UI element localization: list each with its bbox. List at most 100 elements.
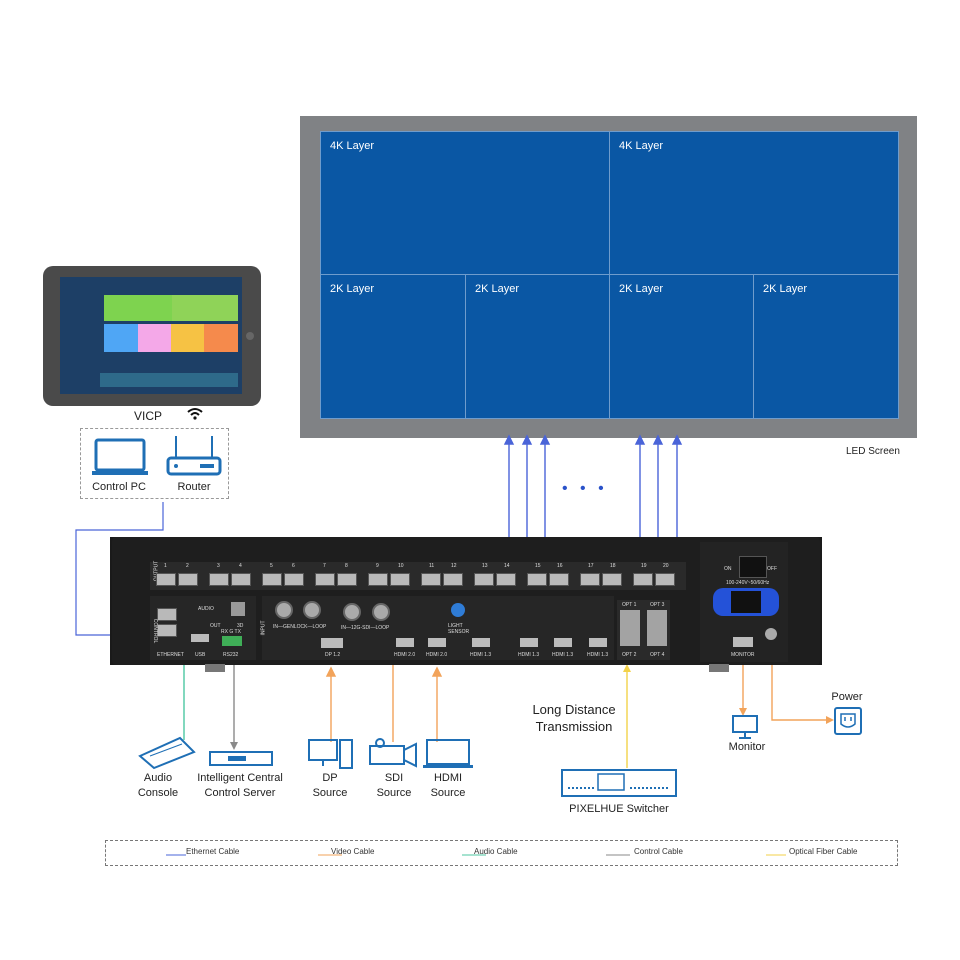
legend-control: Control Cable (634, 847, 683, 856)
output-port-number: 7 (323, 563, 326, 569)
light-sensor-label: LIGHT SENSOR (448, 623, 470, 635)
layer-label: 2K Layer (475, 283, 520, 295)
cable-legend: Ethernet Cable Video Cable Audio Cable C… (105, 840, 898, 866)
usb-port[interactable] (191, 634, 209, 642)
output-port[interactable] (178, 573, 198, 586)
hdmi-port-label: HDMI 1.3 (518, 652, 540, 658)
output-port[interactable] (527, 573, 547, 586)
ethernet-label: ETHERNET (157, 652, 184, 658)
output-port[interactable] (337, 573, 357, 586)
audio-3d-label: 3D (237, 623, 244, 629)
ethernet-port[interactable] (157, 608, 177, 621)
power-rating-label: 100-240V~50/60Hz (726, 580, 770, 586)
monitor-port[interactable] (733, 637, 753, 647)
audio-label: AUDIO (198, 606, 214, 612)
switcher-icon (561, 769, 677, 797)
genlock-loop-port[interactable] (303, 601, 321, 619)
output-port-number: 16 (557, 563, 563, 569)
output-port[interactable] (496, 573, 516, 586)
output-port[interactable] (474, 573, 494, 586)
output-port[interactable] (655, 573, 675, 586)
output-port-number: 13 (482, 563, 488, 569)
hdmi-source-label: HDMI Source (418, 771, 478, 801)
hdmi-port[interactable] (396, 638, 414, 647)
dp-port[interactable] (321, 638, 343, 648)
laptop-icon (92, 438, 148, 475)
output-port[interactable] (421, 573, 441, 586)
dp-source-label: DP Source (300, 771, 360, 801)
router-icon (166, 436, 222, 476)
output-port[interactable] (549, 573, 569, 586)
label-line: Source (312, 787, 348, 799)
output-port[interactable] (390, 573, 410, 586)
output-port-number: 9 (376, 563, 379, 569)
opt3-opt4-port[interactable] (647, 610, 667, 646)
opt1-label: OPT 1 (622, 602, 637, 608)
ethernet-port[interactable] (157, 624, 177, 637)
hdmi-port[interactable] (554, 638, 572, 647)
genlock-in-port[interactable] (275, 601, 293, 619)
opt4-label: OPT 4 (650, 652, 665, 658)
output-port-number: 10 (398, 563, 404, 569)
more-outputs-ellipsis: • • • (562, 480, 608, 497)
output-port[interactable] (209, 573, 229, 586)
output-port[interactable] (633, 573, 653, 586)
output-port-number: 11 (429, 563, 435, 569)
rs232-label: RS232 (223, 652, 239, 658)
output-port[interactable] (315, 573, 335, 586)
sdi-camera-icon (369, 738, 417, 768)
power-outlet-icon (834, 707, 862, 735)
network-group (80, 428, 229, 499)
output-port-number: 6 (292, 563, 295, 569)
switcher-label: PIXELHUE Switcher (569, 803, 669, 815)
hdmi-port[interactable] (589, 638, 607, 647)
legend-swatches (166, 854, 786, 856)
output-port-number: 4 (239, 563, 242, 569)
output-port[interactable] (443, 573, 463, 586)
output-port[interactable] (580, 573, 600, 586)
control-server-icon (209, 751, 273, 766)
wifi-icon (187, 408, 203, 420)
output-port[interactable] (231, 573, 251, 586)
power-switch[interactable] (739, 556, 767, 578)
hdmi-port[interactable] (520, 638, 538, 647)
opt1-opt2-port[interactable] (620, 610, 640, 646)
label-line: Intelligent Central (197, 772, 283, 784)
output-port-number: 19 (641, 563, 647, 569)
output-port[interactable] (368, 573, 388, 586)
label-line: SDI (384, 772, 404, 784)
rs232-pins-label: RX G TX (221, 629, 241, 635)
hdmi-port[interactable] (472, 638, 490, 647)
hdmi-port-label: HDMI 1.3 (552, 652, 574, 658)
output-port-number: 12 (451, 563, 457, 569)
3d-port[interactable] (231, 602, 245, 616)
device-foot (709, 664, 729, 672)
sdi-loop-port[interactable] (372, 603, 390, 621)
tablet-screen (60, 277, 242, 394)
output-port[interactable] (156, 573, 176, 586)
sdi-in-port[interactable] (343, 603, 361, 621)
output-port-number: 8 (345, 563, 348, 569)
label-line: Audio (143, 772, 173, 784)
legend-ethernet: Ethernet Cable (186, 847, 240, 856)
label-line: Source (376, 787, 412, 799)
output-port-number: 20 (663, 563, 669, 569)
dp-label: DP 1.2 (325, 652, 341, 658)
output-port[interactable] (262, 573, 282, 586)
label-line: Long Distance (532, 702, 616, 717)
output-port-number: 18 (610, 563, 616, 569)
tablet-home-button (246, 332, 254, 340)
output-port[interactable] (602, 573, 622, 586)
opt3-label: OPT 3 (650, 602, 665, 608)
audio-out-label: OUT (210, 623, 221, 629)
layer-label: 2K Layer (763, 283, 808, 295)
light-sensor (451, 603, 465, 617)
rs232-terminal[interactable] (222, 636, 242, 646)
control-server-label: Intelligent Central Control Server (180, 771, 300, 801)
output-port-number: 14 (504, 563, 510, 569)
output-port[interactable] (284, 573, 304, 586)
output-port-number: 5 (270, 563, 273, 569)
control-label: CONTROL (152, 618, 159, 644)
hdmi-port[interactable] (428, 638, 446, 647)
